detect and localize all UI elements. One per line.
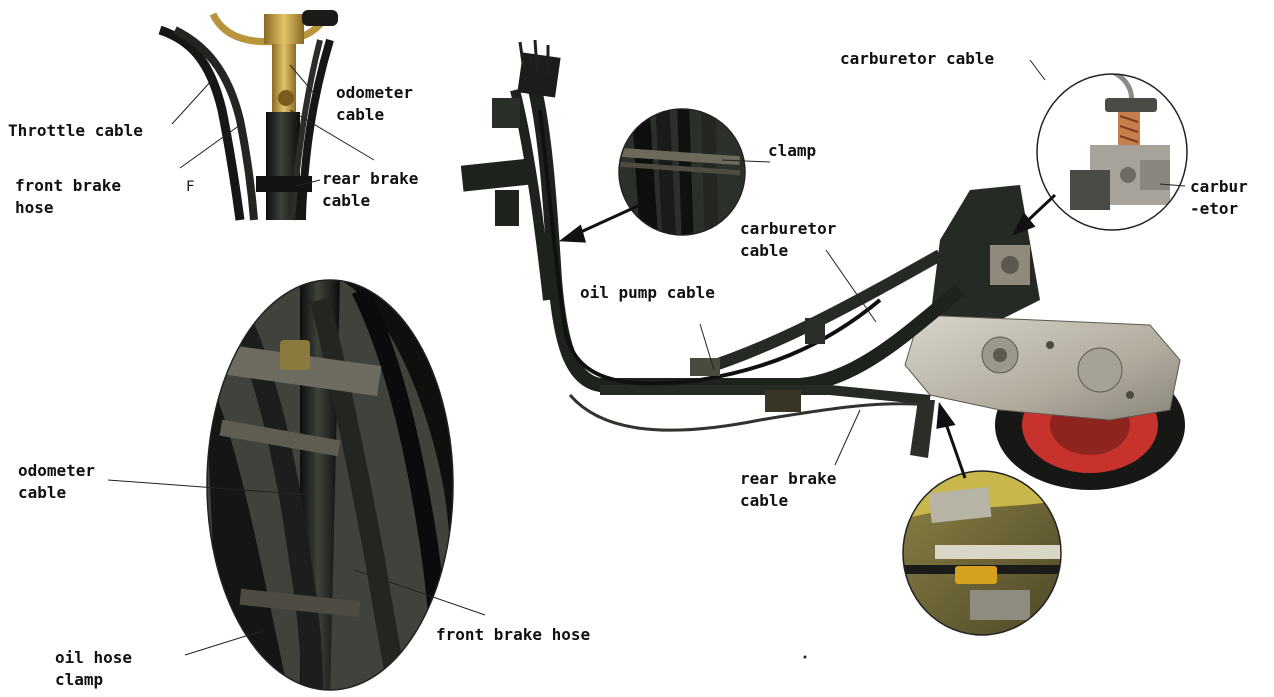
- stray-dot: [804, 656, 807, 659]
- label-carburetor-cable-mid: carburetor cable: [740, 218, 836, 262]
- label-front-brake-hose-top: front brake hose: [15, 175, 121, 219]
- clamp-detail-photo: [610, 100, 760, 250]
- handlebar-inset-photo: [150, 10, 340, 220]
- label-carburetor-cable-top: carburetor cable: [840, 48, 994, 70]
- label-front-brake-hose-bottom: front brake hose: [436, 624, 590, 646]
- front-fork-detail-photo: [200, 270, 460, 697]
- label-rear-brake-cable-top: rear brake cable: [322, 168, 418, 212]
- label-odometer-cable-bottom: odometer cable: [18, 460, 95, 504]
- label-small-mark: F: [186, 176, 194, 198]
- brake-cable-clamp-detail-photo: [900, 470, 1070, 640]
- carburetor-detail-photo: [1037, 62, 1187, 230]
- label-odometer-cable-top: odometer cable: [336, 82, 413, 126]
- label-clamp: clamp: [768, 140, 816, 162]
- label-throttle-cable: Throttle cable: [8, 120, 143, 142]
- label-oil-pump-cable: oil pump cable: [580, 282, 715, 304]
- label-carburetor: carbur -etor: [1190, 176, 1248, 220]
- label-oil-hose-clamp: oil hose clamp: [55, 647, 132, 691]
- label-rear-brake-cable-bottom: rear brake cable: [740, 468, 836, 512]
